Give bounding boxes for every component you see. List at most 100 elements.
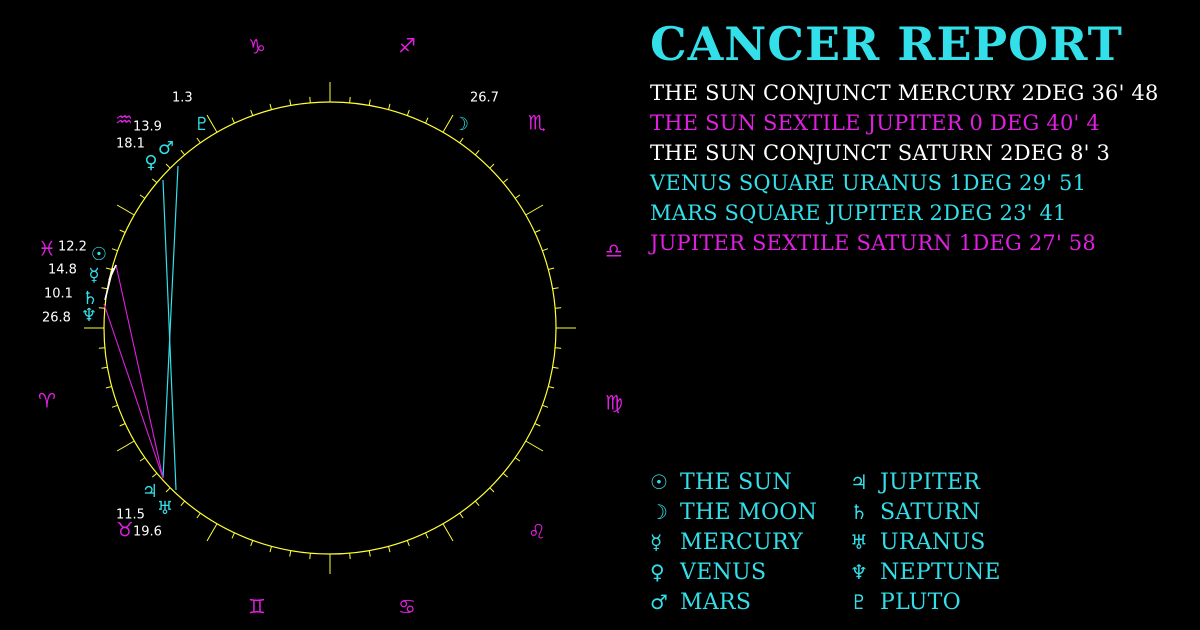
wheel-tick (388, 103, 391, 110)
moon-icon: ☽ (453, 114, 469, 135)
wheel-tick (534, 229, 541, 233)
mars-icon: ♂ (650, 590, 668, 614)
wheel-tick (548, 386, 555, 389)
aspect-item: MARS SQUARE JUPITER 2DEG 23' 41 (650, 201, 1067, 225)
wheel-tick (502, 472, 509, 478)
wheel-tick (98, 347, 105, 349)
degree-label-mercury: 14.8 (48, 263, 77, 278)
aspect-list: THE SUN CONJUNCT MERCURY 2DEG 36' 48 THE… (650, 78, 1159, 258)
degree-labels: 1.3 26.7 18.1 13.9 12.2 14.8 10.1 26.8 1… (42, 91, 499, 540)
saturn-icon: ♄ (850, 500, 868, 524)
wheel-tick (250, 109, 254, 116)
uranus-icon: ♅ (157, 498, 173, 519)
wheel-tick (368, 99, 371, 106)
pisces-icon: ♓ (38, 237, 56, 261)
wheel-tick (514, 194, 521, 199)
wheel-tick (196, 512, 201, 519)
uranus-icon: ♅ (850, 530, 868, 554)
wheel-tick (206, 523, 218, 542)
sun-icon: ☉ (650, 470, 668, 494)
wheel-tick (555, 307, 562, 309)
wheel-tick (542, 404, 549, 408)
aspect-item: THE SUN CONJUNCT SATURN 2DEG 8' 3 (650, 141, 1111, 165)
wheel-tick (206, 114, 218, 133)
jupiter-icon: ♃ (142, 481, 158, 502)
wheel-tick (151, 178, 158, 184)
neptune-icon: ♆ (850, 560, 868, 584)
wheel-tick (552, 287, 559, 290)
legend-item-pluto: ♇PLUTO (850, 587, 1030, 617)
saturn-icon: ♄ (82, 288, 98, 309)
planet-glyphs: ♇ ☽ ♀ ♂ ☉ ☿ ♄ ♆ ♃ ♅ (81, 114, 469, 519)
wheel-tick (555, 347, 562, 349)
wheel-tick (309, 553, 311, 560)
natal-chart-wheel: ♑ ♐ ♏ ♎ ♍ ♌ ♋ ♊ ♉ ♈ ♓ ♒ ♇ ☽ ♀ ♂ ☉ ☿ ♄ ♆ … (38, 34, 623, 619)
wheel-tick (474, 149, 480, 156)
libra-icon: ♎ (605, 239, 623, 263)
legend-label: VENUS (680, 559, 767, 585)
wheel-tick (165, 163, 171, 169)
wheel-tick (180, 149, 186, 156)
wheel-tick (116, 204, 135, 216)
legend-label: SATURN (880, 499, 981, 525)
wheel-tick (119, 229, 126, 233)
wheel-tick (269, 103, 272, 110)
wheel-tick (368, 550, 371, 557)
legend-item-mars: ♂ MARS (650, 587, 850, 617)
jupiter-icon: ♃ (850, 470, 868, 494)
aspect-line-sun-saturn (104, 267, 114, 301)
wheel-tick (474, 500, 480, 507)
venus-icon: ♀ (144, 152, 157, 173)
wheel-tick (388, 546, 391, 553)
wheel-tick (309, 96, 311, 103)
legend-label: MARS (680, 589, 752, 615)
mercury-icon: ☿ (650, 530, 663, 554)
wheel-tick (425, 117, 429, 124)
legend-item-moon: ☽THE MOON (650, 497, 850, 527)
wheel-tick (105, 267, 112, 270)
wheel-tick (289, 99, 292, 106)
wheel-tick (231, 117, 235, 124)
wheel-tick (105, 386, 112, 389)
degree-label-moon: 26.7 (470, 91, 499, 106)
mars-icon: ♂ (158, 138, 174, 159)
aries-icon: ♈ (38, 389, 56, 413)
wheel-tick (406, 540, 410, 547)
wheel-tick (489, 163, 495, 169)
wheel-tick (139, 457, 146, 462)
degree-label-venus: 18.1 (116, 137, 145, 152)
legend-label: MERCURY (680, 529, 804, 555)
wheel-tick (101, 287, 108, 290)
page-title: CANCER REPORT (650, 17, 1123, 71)
virgo-icon: ♍ (605, 391, 623, 415)
aquarius-icon: ♒ (115, 108, 133, 132)
wheel-tick (425, 532, 429, 539)
wheel-tick (165, 487, 171, 493)
wheel-tick (548, 267, 555, 270)
aspect-line-jupiter-saturn (103, 303, 164, 479)
legend-item-venus: ♀VENUS (650, 557, 850, 587)
wheel-tick (180, 500, 186, 507)
aspect-item: THE SUN SEXTILE JUPITER 0 DEG 40' 4 (650, 111, 1100, 135)
neptune-icon: ♆ (81, 305, 97, 326)
wheel-tick (151, 472, 158, 478)
wheel-tick (116, 440, 135, 452)
wheel-tick (269, 546, 272, 553)
wheel-tick (534, 423, 541, 427)
pluto-icon: ♇ (194, 114, 210, 135)
wheel-circle (103, 101, 557, 555)
wheel-tick (349, 553, 351, 560)
wheel-tick (111, 404, 118, 408)
degree-label-mars: 13.9 (133, 120, 162, 135)
wheel-tick (406, 109, 410, 116)
wheel-tick (196, 137, 201, 144)
legend-item-neptune: ♆ NEPTUNE (850, 557, 1030, 587)
gemini-icon: ♊ (248, 595, 266, 619)
legend-item-mercury: ☿ MERCURY (650, 527, 850, 557)
legend-label: NEPTUNE (880, 559, 1001, 585)
legend-item-jupiter: ♃JUPITER (850, 467, 1030, 497)
wheel-tick (101, 366, 108, 369)
aspect-item: VENUS SQUARE URANUS 1DEG 29' 51 (650, 171, 1087, 195)
wheel-tick (289, 550, 292, 557)
wheel-tick (111, 248, 118, 252)
